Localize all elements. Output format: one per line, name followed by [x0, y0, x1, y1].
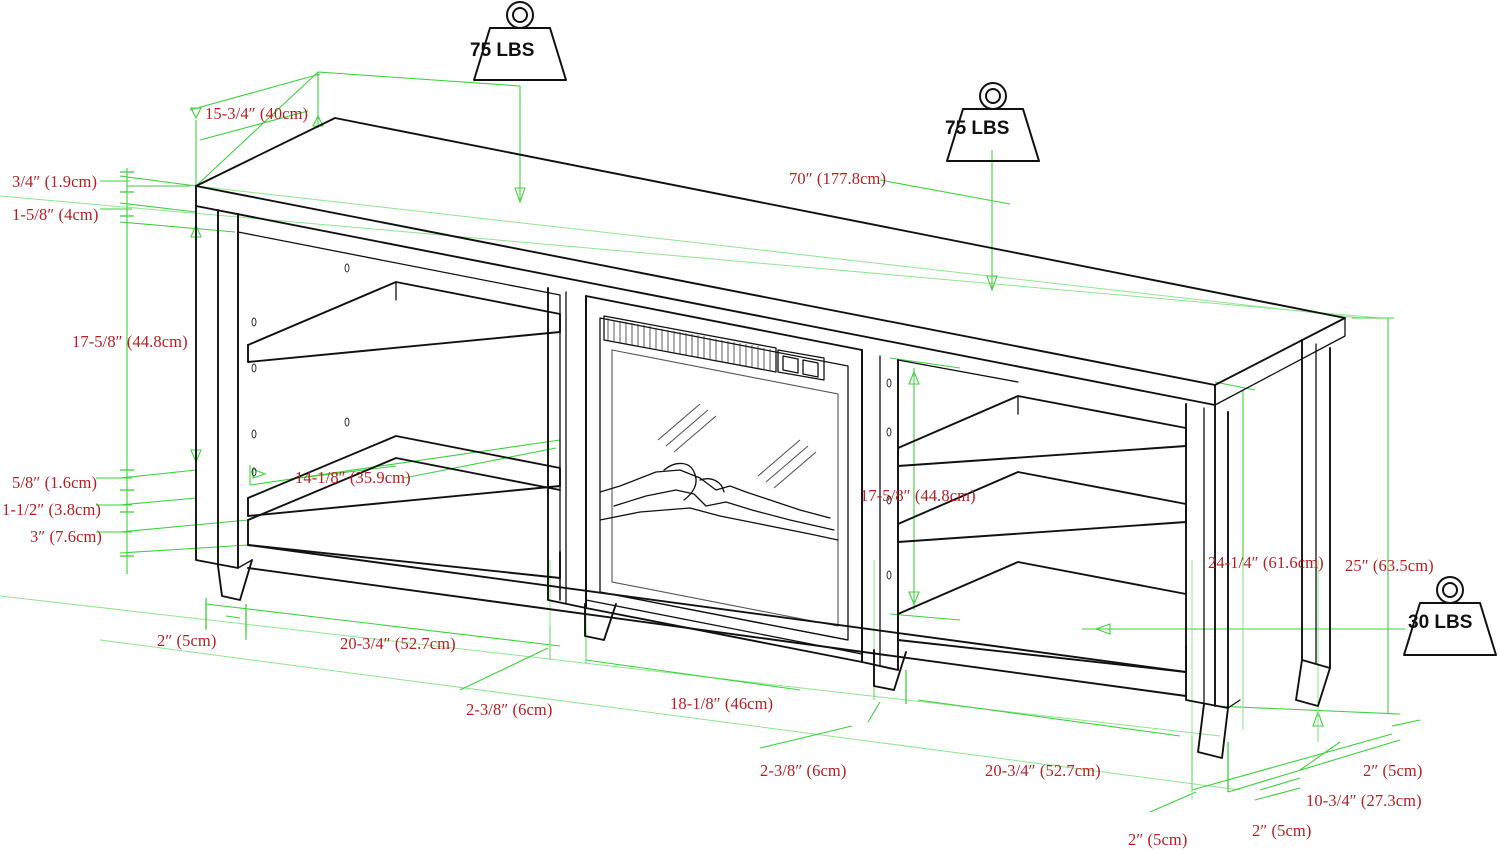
dimension-label-top-thickness: 3/4″ (1.9cm): [12, 172, 98, 191]
weight-icon-right: [1403, 576, 1497, 656]
weight-icons: [473, 1, 1497, 656]
dimension-label-leg-inset-left: 2″ (5cm): [157, 631, 217, 650]
dimension-label-leg-depth-front: 2″ (5cm): [1128, 830, 1188, 849]
dimension-label-top-apron: 1-5/8″ (4cm): [12, 205, 99, 224]
dimension-label-depth-top: 15-3/4″ (40cm): [205, 104, 309, 123]
dimension-label-divider-left: 2-3/8″ (6cm): [466, 700, 553, 719]
dimension-label-left-bay-width: 20-3/4″ (52.7cm): [340, 634, 456, 653]
glass-reflection: [657, 403, 817, 489]
dimension-label-bottom-rail: 1-1/2″ (3.8cm): [2, 500, 101, 519]
dimension-label-leg-depth-rear: 2″ (5cm): [1252, 821, 1312, 840]
weight-label-weight-top-left: 75 LBS: [470, 40, 535, 61]
weight-icon-top-right: [946, 82, 1040, 162]
dimension-label-leg-inset-right: 2″ (5cm): [1363, 761, 1423, 780]
weight-label-weight-top-right: 75 LBS: [945, 118, 1010, 139]
dimension-label-depth-bottom: 10-3/4″ (27.3cm): [1306, 791, 1422, 810]
weight-icon-top-left: [473, 1, 567, 81]
shelf-peg-holes: [251, 263, 892, 580]
dimension-label-firebox-width: 18-1/8″ (46cm): [670, 694, 774, 713]
dimension-label-right-bay-width: 20-3/4″ (52.7cm): [985, 761, 1101, 780]
dimension-label-overall-height: 25″ (63.5cm): [1345, 556, 1434, 575]
dimension-label-cabinet-height: 24-1/4″ (61.6cm): [1208, 553, 1324, 572]
dimension-label-divider-right: 2-3/8″ (6cm): [760, 761, 847, 780]
dimension-label-width-overall: 70″ (177.8cm): [789, 169, 887, 188]
dimension-label-shelf-depth: 14-1/8″ (35.9cm): [295, 468, 411, 487]
weight-label-weight-right: 30 LBS: [1408, 612, 1473, 633]
fireplace-control-panel[interactable]: [777, 349, 825, 381]
dimension-label-left-opening-height: 17-5/8″ (44.8cm): [72, 332, 188, 351]
dimension-label-right-opening-height: 17-5/8″ (44.8cm): [860, 486, 976, 505]
tv-stand-outline: [195, 117, 1346, 759]
dimension-label-leg-height: 3″ (7.6cm): [30, 527, 103, 546]
dimension-lines: [0, 71, 1421, 813]
dimension-label-shelf-thickness: 5/8″ (1.6cm): [12, 473, 98, 492]
